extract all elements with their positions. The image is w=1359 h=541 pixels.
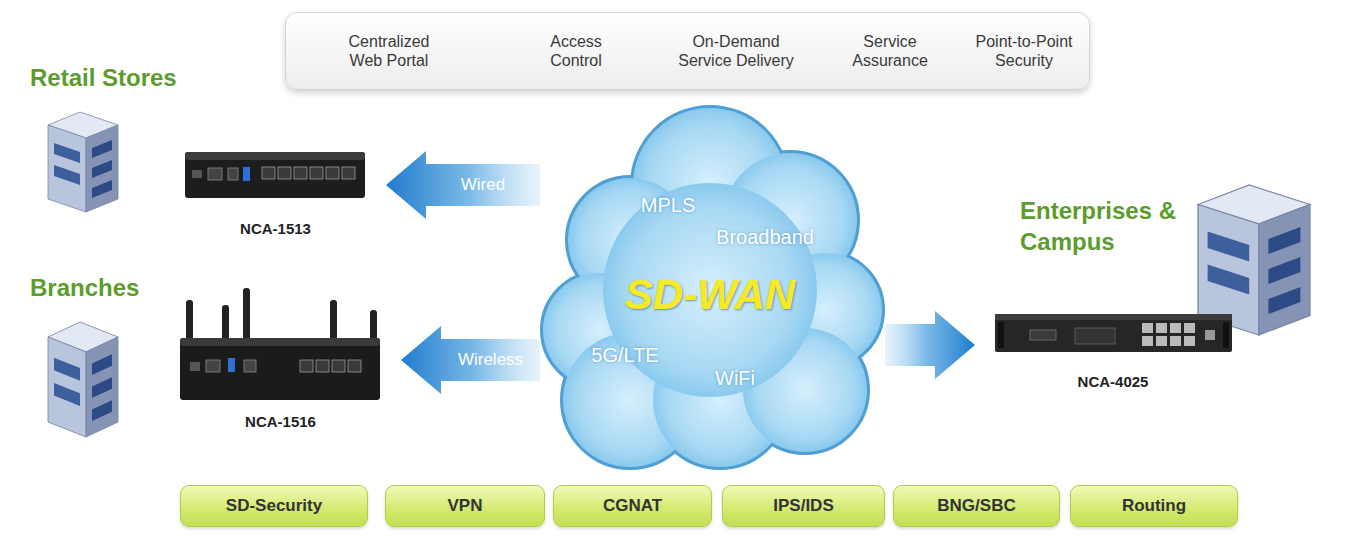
function-name: SD-Security: [226, 496, 322, 516]
function-pill: SD-Security: [180, 485, 368, 527]
model-name: NCA-4025: [979, 373, 1247, 390]
site-label: Branches: [30, 272, 250, 303]
service-label: On-Demand Service Delivery: [666, 32, 806, 70]
link-type: 5G/LTE: [591, 344, 658, 367]
function-pill: IPS/IDS: [722, 485, 885, 527]
model-name: NCA-1513: [169, 220, 382, 237]
link-arrow: [885, 311, 975, 379]
function-name: CGNAT: [603, 496, 662, 516]
building-icon: [48, 112, 118, 212]
appliance-image: [185, 152, 365, 198]
service-label: Point-to-Point Security: [964, 32, 1084, 70]
link-type: SD-WAN: [625, 271, 795, 319]
function-name: BNG/SBC: [937, 496, 1015, 516]
link-type: Broadband: [716, 226, 814, 249]
service-label: Centralized Web Portal: [337, 32, 442, 70]
link-arrow: [386, 151, 540, 219]
function-pill: BNG/SBC: [893, 485, 1060, 527]
function-name: VPN: [448, 496, 483, 516]
function-pill: CGNAT: [553, 485, 712, 527]
link-label: Wireless: [458, 350, 523, 370]
appliance-image: [995, 314, 1232, 352]
service-band: Centralized Web Portal Access Control On-D…: [285, 12, 1090, 90]
link-arrow: [401, 326, 540, 394]
site-label: Enterprises & Campus: [1020, 195, 1200, 257]
service-label: Access Control: [539, 32, 614, 70]
function-pill: Routing: [1070, 485, 1238, 527]
service-label: Service Assurance: [843, 32, 938, 70]
appliance-image: [180, 288, 380, 400]
appliance-node: NCA-1516: [164, 285, 397, 430]
link-type: MPLS: [641, 194, 695, 217]
function-pill: VPN: [385, 485, 545, 527]
model-name: NCA-1516: [164, 413, 397, 430]
link-type: WiFi: [715, 367, 755, 390]
function-name: Routing: [1122, 496, 1186, 516]
sdwan-cloud: MPLS BroadbandSD-WAN 5G/LTE WiFi: [540, 100, 885, 470]
function-name: IPS/IDS: [773, 496, 833, 516]
building-icon: [48, 322, 118, 437]
site-label: Retail Stores: [30, 62, 250, 93]
building-icon: [1198, 185, 1310, 335]
appliance-node: NCA-1513: [169, 145, 382, 237]
appliance-node: NCA-4025: [979, 305, 1247, 390]
link-label: Wired: [461, 175, 505, 195]
